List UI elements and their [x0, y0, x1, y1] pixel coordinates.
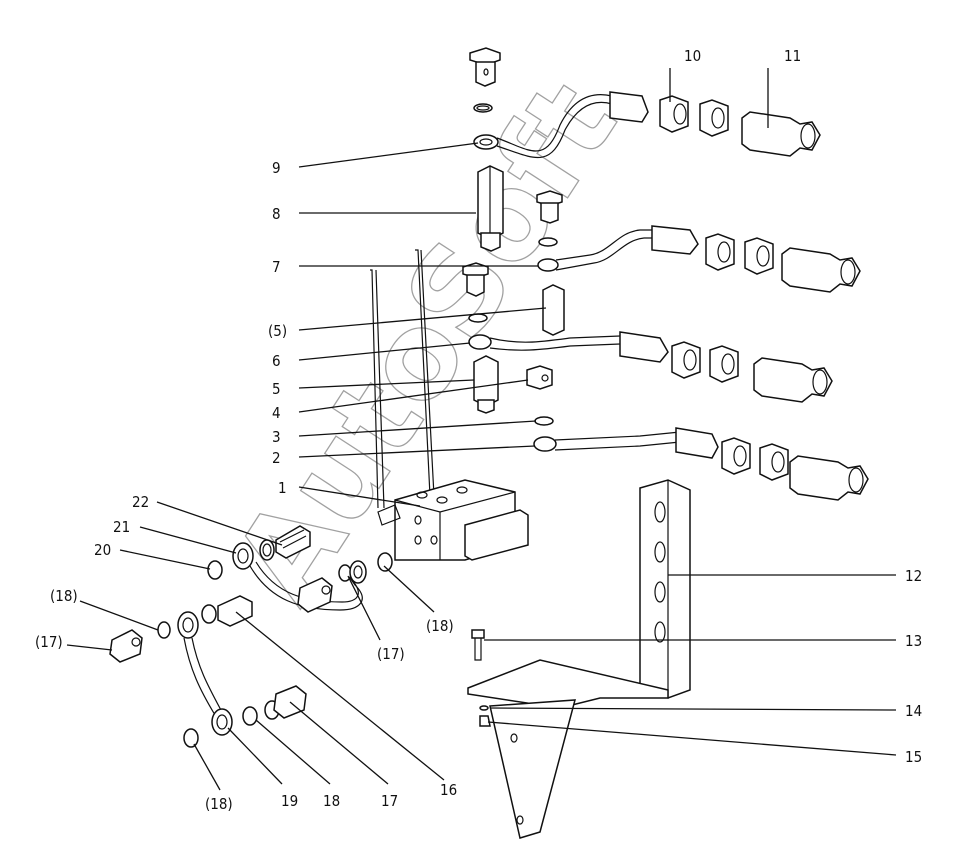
fitting-row-3	[671, 341, 833, 403]
mounting-bracket	[467, 479, 691, 839]
fitting-row-4	[721, 437, 869, 501]
callout-labels: 9 8 7 (5) 6 5 4 3 2 1 22 21 20 (18) (17)…	[35, 47, 922, 813]
callout-1: 1	[278, 479, 287, 497]
callout-18-ref-left: (18)	[50, 587, 78, 605]
callout-21: 21	[113, 518, 130, 536]
callout-15: 15	[905, 748, 922, 766]
leader-lines	[66, 68, 897, 791]
fitting-row-2	[705, 233, 861, 293]
callout-13: 13	[905, 632, 922, 650]
callout-18-ref-bottom: (18)	[205, 795, 233, 813]
callout-14: 14	[905, 702, 922, 720]
callout-3: 3	[272, 428, 281, 446]
stack-parts	[462, 47, 719, 459]
callout-19: 19	[281, 792, 298, 810]
callout-16: 16	[440, 781, 457, 799]
callout-17-ref-right: (17)	[377, 645, 405, 663]
callout-7: 7	[272, 258, 281, 276]
callout-11: 11	[784, 47, 801, 65]
callout-22: 22	[132, 493, 149, 511]
callout-18-ref-right: (18)	[426, 617, 454, 635]
lower-left-assembly	[109, 525, 393, 748]
mounting-studs	[370, 249, 435, 509]
callout-18: 18	[323, 792, 340, 810]
callout-2: 2	[272, 449, 281, 467]
callout-17: 17	[381, 792, 398, 810]
callout-10: 10	[684, 47, 701, 65]
callout-5: 5	[272, 380, 281, 398]
callout-17-ref-left: (17)	[35, 633, 63, 651]
callout-8: 8	[272, 205, 281, 223]
distributor-block	[377, 479, 529, 561]
callout-5-ref: (5)	[268, 322, 287, 340]
fitting-row-top	[659, 95, 821, 157]
callout-20: 20	[94, 541, 111, 559]
callout-6: 6	[272, 352, 281, 370]
callout-9: 9	[272, 159, 281, 177]
callout-4: 4	[272, 404, 281, 422]
callout-12: 12	[905, 567, 922, 585]
